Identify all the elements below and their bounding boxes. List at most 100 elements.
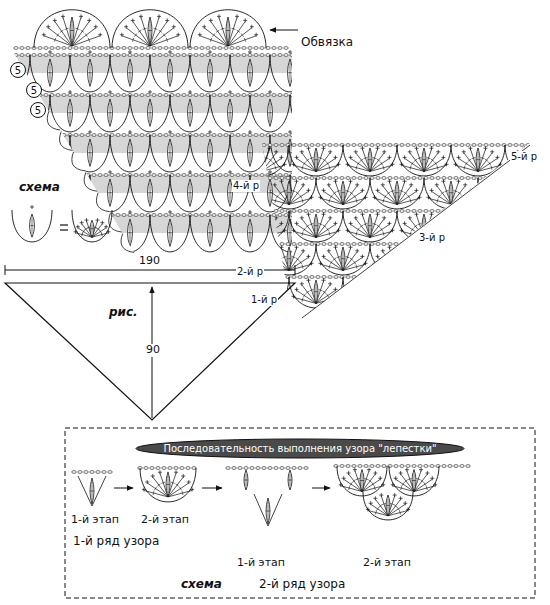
stitch-line	[424, 290, 443, 303]
stitch-line	[511, 247, 515, 248]
stitch-line	[65, 28, 69, 29]
chain-loop	[72, 152, 85, 171]
stitch-line	[100, 33, 101, 37]
edging-arch	[190, 10, 266, 48]
stitch-line	[262, 218, 263, 233]
stitch-line	[252, 280, 256, 281]
stitch-line	[245, 18, 246, 22]
stitch-line	[549, 289, 550, 290]
stitch-line	[178, 33, 179, 37]
stitch-line	[377, 291, 380, 293]
stitch-line	[518, 219, 532, 238]
chain-stitch	[224, 214, 228, 217]
chain-stitch	[224, 174, 228, 177]
chain-stitch	[466, 276, 470, 279]
stitch-line	[70, 183, 71, 202]
chain-stitch	[520, 210, 524, 213]
chain-stitch	[284, 47, 288, 50]
chain-stitch	[164, 134, 168, 137]
stitch-line	[264, 197, 268, 198]
chain-stitch	[406, 243, 410, 246]
petal-outline	[451, 277, 505, 308]
chain-stitch	[352, 243, 356, 246]
petal-cluster	[228, 99, 233, 126]
stitch-line	[256, 157, 260, 158]
chain-stitch	[274, 144, 278, 147]
petal-outline	[290, 175, 330, 212]
chain-stitch	[92, 134, 96, 137]
chain-stitch	[514, 177, 518, 180]
stitch-line	[281, 155, 282, 159]
stitch-line	[445, 256, 449, 257]
stitch-line	[133, 21, 150, 46]
chain-stitch	[56, 47, 60, 50]
stitch-line	[482, 198, 505, 204]
stitch-line	[482, 264, 505, 270]
stitch-line	[270, 191, 289, 204]
stitch-line	[126, 28, 150, 46]
stitch-line	[378, 257, 397, 270]
chain-stitch	[290, 54, 294, 57]
stitch-line	[143, 28, 147, 29]
stitch-line	[330, 261, 332, 264]
chain-stitch	[248, 54, 252, 57]
chain-stitch	[98, 214, 102, 217]
stitch-line	[159, 30, 162, 32]
stitch-line	[527, 195, 528, 199]
stitch-line	[397, 251, 398, 266]
stitch-line	[397, 252, 411, 271]
stitch-line	[356, 265, 357, 269]
stitch-line	[297, 290, 316, 303]
chain-stitch	[102, 471, 106, 474]
chain-stitch	[286, 144, 290, 147]
stitch-line	[486, 257, 505, 270]
petal-outline	[478, 244, 532, 275]
stitch-line	[362, 254, 363, 258]
stitch-line	[436, 249, 437, 253]
petal-outline	[0, 135, 30, 172]
stitch-line	[314, 225, 318, 226]
stitch-line	[470, 146, 471, 150]
chain-stitch	[56, 94, 60, 97]
stitch-line	[265, 289, 269, 290]
stitch-line	[522, 291, 525, 293]
stitch-line	[468, 291, 471, 293]
stitch-line	[491, 252, 505, 271]
chain-stitch	[272, 54, 276, 57]
chain-stitch	[176, 174, 180, 177]
chain-stitch	[490, 210, 494, 213]
stitch-line	[512, 192, 515, 194]
chain-stitch	[20, 47, 24, 50]
stitch-line	[376, 280, 380, 281]
stitch-line	[416, 146, 417, 150]
stitch-line	[296, 221, 297, 225]
chain-stitch	[236, 214, 240, 217]
chain-stitch	[212, 47, 216, 50]
chain-stitch	[200, 94, 204, 97]
stitch-line	[435, 162, 437, 165]
chain-stitch	[116, 214, 120, 217]
stitch-line	[90, 130, 91, 134]
stitch-line	[497, 179, 498, 183]
stitch-line	[472, 263, 476, 264]
stitch-line	[108, 230, 109, 234]
stitch-line	[507, 230, 511, 231]
stitch-line	[512, 179, 513, 183]
stitch-line	[248, 232, 249, 236]
chain-stitch	[526, 177, 530, 180]
stitch-line	[539, 254, 540, 258]
stitch-line	[204, 28, 228, 46]
chain-stitch	[478, 243, 482, 246]
stitch-line	[499, 230, 503, 231]
chain-stitch	[346, 210, 350, 213]
stitch-line	[409, 250, 413, 251]
stitch-line	[468, 225, 471, 227]
stitch-line	[163, 33, 165, 36]
chain-stitch	[180, 467, 184, 470]
stitch-line	[48, 72, 52, 73]
petal-cluster	[188, 179, 193, 206]
petal-cluster	[314, 148, 318, 171]
stitch-line	[495, 258, 498, 260]
chain-stitch	[286, 243, 290, 246]
stitch-line	[416, 281, 424, 303]
